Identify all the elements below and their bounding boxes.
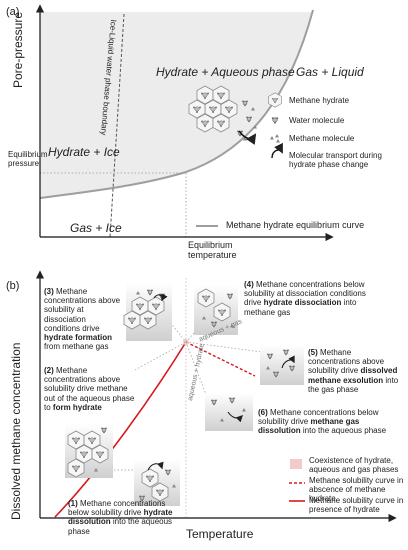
region-hydrate-ice: Hydrate + Ice bbox=[48, 145, 120, 159]
legend-water-icon bbox=[271, 116, 279, 125]
legend-methane-icon bbox=[270, 134, 280, 143]
annotation-5: (5) Methane concentrations above solubil… bbox=[308, 348, 399, 394]
panel-a bbox=[35, 4, 334, 242]
region-gas-liquid: Gas + Liquid bbox=[296, 65, 364, 79]
legend-methane-label: Methane molecule bbox=[289, 134, 355, 143]
panel-a-label: (a) bbox=[6, 6, 20, 18]
annotation-3: (3) Methane concentrations above solubil… bbox=[44, 287, 121, 352]
solubility-absence-curve bbox=[185, 341, 256, 377]
legend-hydrate-label: Methane hydrate bbox=[289, 96, 350, 105]
legend-water-label: Water molecule bbox=[289, 116, 345, 125]
panel-a-y-axis-label: Pore-pressure bbox=[11, 11, 25, 88]
legend-coexistence-icon bbox=[290, 459, 302, 469]
illustration-box-4 bbox=[194, 285, 238, 335]
panel-b-y-axis-label: Dissolved methane concentration bbox=[9, 342, 23, 520]
legend-absence-label: Methane solubility curve in abscence of … bbox=[309, 476, 404, 504]
region-gas-ice: Gas + Ice bbox=[70, 221, 122, 235]
ice-liquid-boundary-line bbox=[109, 13, 125, 238]
illustration-box-2 bbox=[65, 424, 113, 478]
panel-b-label: (b) bbox=[6, 280, 20, 292]
illustration-box-3 bbox=[123, 283, 172, 341]
eq-temperature-label: Equilibrium temperature bbox=[188, 240, 237, 261]
legend-presence-label: Methane solubility curve in presence of … bbox=[309, 496, 404, 515]
annotation-6: (6) Methane concentrations below solubil… bbox=[258, 408, 387, 436]
legend-eq-curve-label: Methane hydrate equilibrium curve bbox=[226, 220, 365, 230]
region-hydrate-aqueous: Hydrate + Aqueous phase bbox=[156, 65, 295, 79]
panel-b-x-axis-label: Temperature bbox=[186, 527, 254, 541]
annotation-2: (2) Methane concentrations above solubil… bbox=[44, 366, 135, 412]
illustration-box-5 bbox=[260, 345, 304, 385]
annotation-4: (4) Methane concentrations below solubil… bbox=[244, 280, 366, 317]
eq-pressure-label: Equilibrium pressure bbox=[8, 150, 48, 169]
hydrate-stability-region bbox=[40, 12, 312, 197]
hydrate-cluster-illustration bbox=[188, 85, 257, 145]
illustration-box-6 bbox=[205, 393, 253, 431]
panel-b bbox=[35, 270, 397, 523]
illustration-box-1 bbox=[134, 460, 180, 506]
legend-transport-icon bbox=[271, 142, 283, 159]
solubility-presence-curve bbox=[54, 341, 187, 518]
annotation-1: (1) Methane concentrations below solubil… bbox=[68, 499, 173, 536]
equilibrium-curve bbox=[39, 9, 314, 199]
legend-transport-label: Molecular transport during hydrate phase… bbox=[289, 151, 382, 170]
legend-hydrate-icon bbox=[268, 92, 282, 108]
legend-coexistence-label: Coexistence of hydrate, aqueous and gas … bbox=[309, 456, 399, 475]
